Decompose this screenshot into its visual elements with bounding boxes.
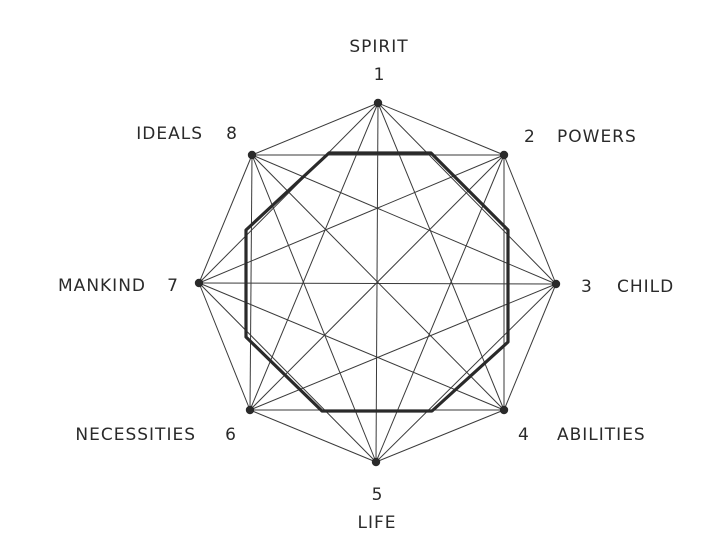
node-5-number: 5: [372, 485, 383, 505]
node-5-label: LIFE: [357, 513, 396, 533]
node-1-number: 1: [374, 65, 385, 85]
connection-line-1-3: [377, 102, 557, 285]
node-4-number: 4: [518, 425, 529, 445]
inner-octagon: [244, 151, 510, 413]
node-1-label: SPIRIT: [349, 37, 408, 57]
node-4-label: ABILITIES: [557, 425, 646, 445]
connection-line-7-8: [198, 154, 253, 284]
connection-line-3-8: [251, 154, 557, 285]
node-7-number: 7: [167, 276, 178, 296]
node-7-label: MANKIND: [58, 276, 146, 296]
node-8-number: 8: [226, 124, 237, 144]
node-2-number: 2: [524, 127, 535, 147]
connection-line-6-8: [249, 154, 253, 411]
connection-line-1-7: [198, 102, 379, 284]
connection-line-3-6: [249, 283, 557, 411]
connection-line-5-7: [198, 282, 377, 463]
connection-line-5-6: [249, 409, 377, 463]
node-7-point: [194, 278, 204, 288]
node-4-point: [499, 405, 509, 415]
node-2-label: POWERS: [557, 127, 637, 147]
connection-line-1-2: [377, 102, 505, 156]
node-5-point: [371, 457, 381, 467]
connection-line-2-6: [249, 154, 505, 411]
node-3-label: CHILD: [617, 277, 674, 297]
connection-line-1-8: [251, 102, 379, 156]
connection-line-5-8: [251, 154, 377, 463]
connection-line-4-8: [251, 154, 505, 411]
connection-line-4-5: [375, 409, 505, 463]
node-6-number: 6: [225, 425, 236, 445]
connection-line-1-6: [249, 102, 379, 411]
node-3-number: 3: [581, 277, 592, 297]
connection-line-3-5: [375, 283, 557, 463]
connection-line-4-7: [198, 282, 505, 411]
node-6-label: NECESSITIES: [75, 425, 196, 445]
node-3-point: [551, 279, 561, 289]
connection-line-2-3: [503, 154, 557, 285]
node-1-point: [373, 98, 383, 108]
connection-line-6-7: [198, 282, 251, 411]
connection-line-3-7: [198, 282, 557, 285]
node-2-point: [499, 150, 509, 160]
connection-line-3-4: [503, 283, 557, 411]
node-8-label: IDEALS: [136, 124, 203, 144]
node-6-point: [245, 405, 255, 415]
node-points: [194, 98, 561, 467]
node-8-point: [247, 150, 257, 160]
